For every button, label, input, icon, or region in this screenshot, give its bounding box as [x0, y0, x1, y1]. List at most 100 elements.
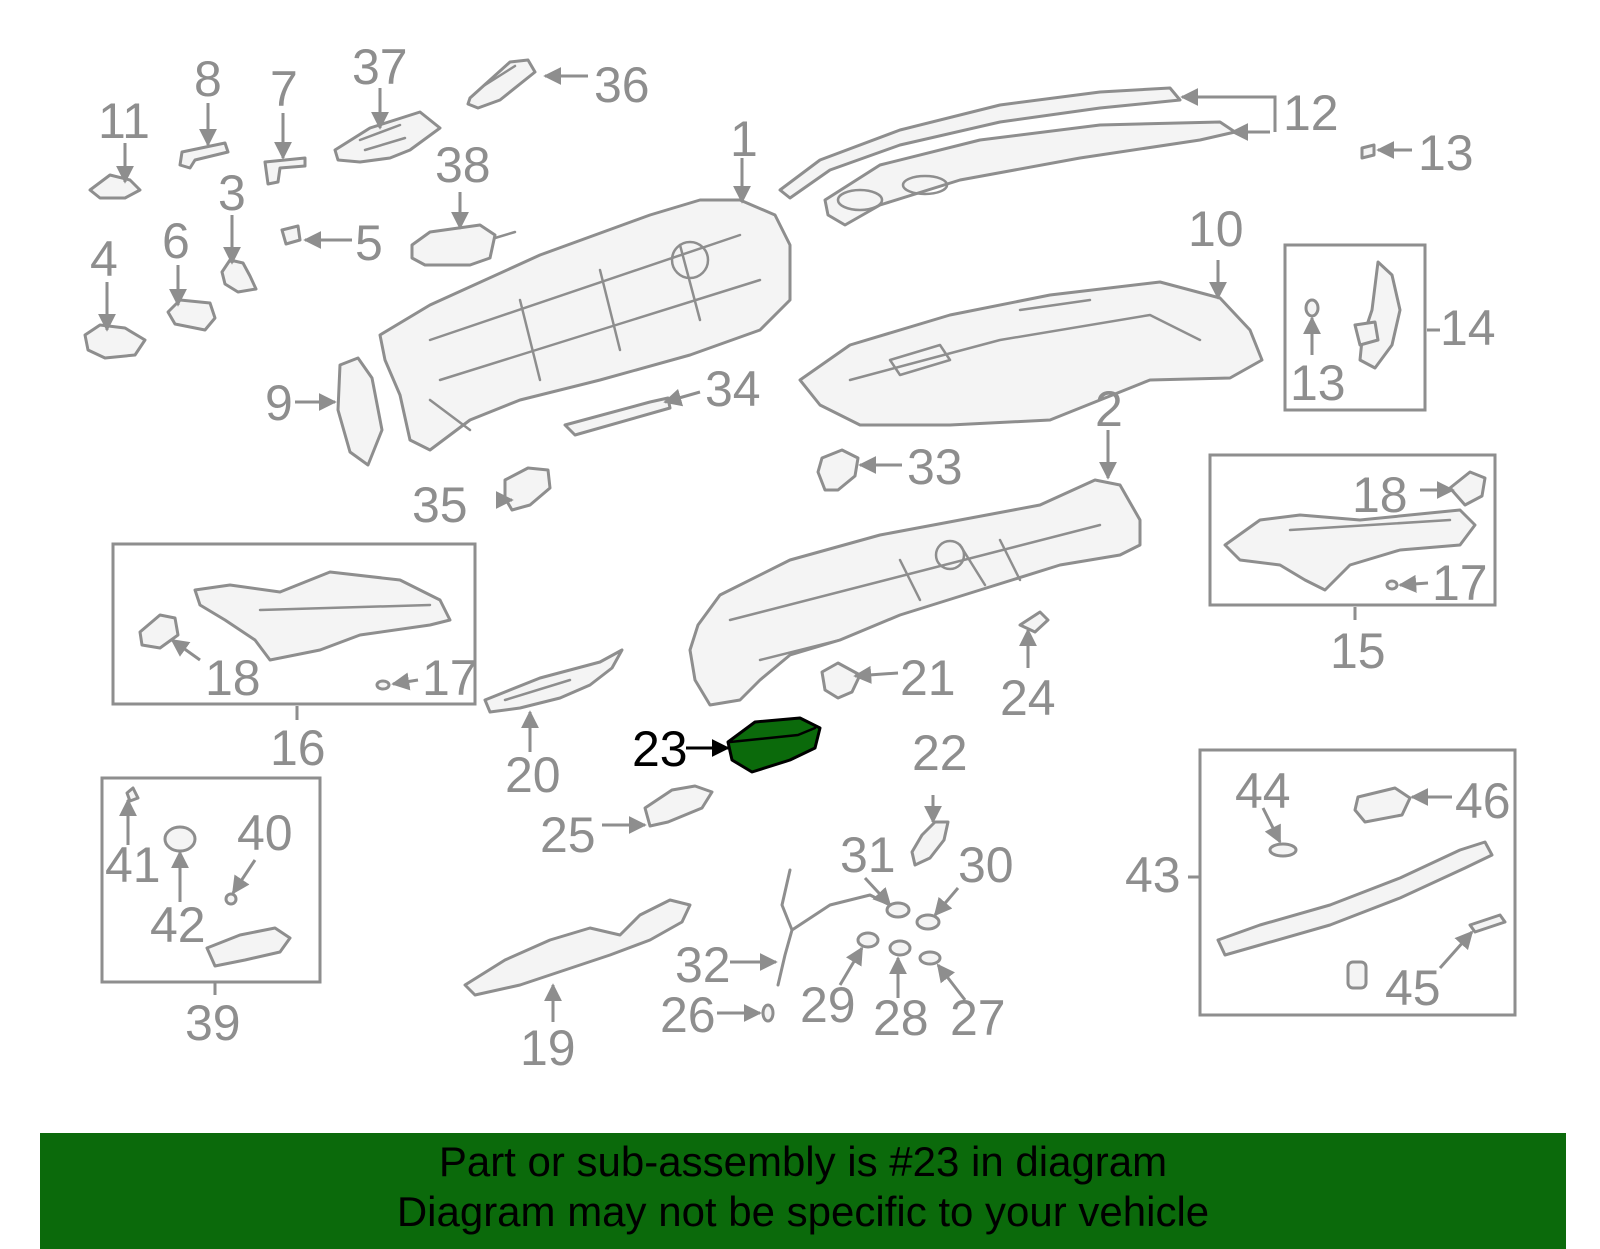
callout-18-left: 18: [205, 650, 261, 706]
part-14-end-cap: [1353, 260, 1402, 370]
callout-40: 40: [237, 805, 293, 861]
part-18-nozzle: [1448, 470, 1487, 507]
box-39: [100, 776, 322, 984]
part-12-defroster-trim: [778, 86, 1237, 227]
part-17-clip: [1385, 579, 1399, 591]
part-22: [910, 820, 950, 867]
part-31: [885, 901, 911, 919]
box-43: [1198, 748, 1517, 1017]
callout-20: 20: [505, 747, 561, 803]
part-17-clip-left: [375, 679, 391, 691]
part-25: [643, 784, 714, 828]
callout-22: 22: [912, 725, 968, 781]
callout-31: 31: [840, 827, 896, 883]
callout-25: 25: [540, 807, 596, 863]
box-15: [1208, 453, 1497, 607]
callout-37: 37: [352, 39, 408, 95]
callout-2: 2: [1095, 381, 1123, 437]
callout-42: 42: [150, 897, 206, 953]
callout-38: 38: [435, 137, 491, 193]
callout-19: 19: [520, 1020, 576, 1076]
part-2-dash-carrier: [688, 478, 1142, 707]
callout-labels: 11 8 7 37 36 3 5 38 6 4 9 1 34 35 33 10 …: [90, 39, 1511, 1076]
part-10-dash-pad: [798, 280, 1264, 427]
part-13: [1360, 143, 1376, 160]
part-38: [410, 223, 517, 267]
part-34: [563, 396, 672, 437]
part-18-nozzle-left: [138, 613, 180, 650]
callout-16: 16: [270, 720, 326, 776]
part-35: [503, 466, 552, 512]
callout-26: 26: [660, 987, 716, 1043]
callout-24: 24: [1000, 670, 1056, 726]
callout-3: 3: [218, 165, 246, 221]
part-23-highlighted[interactable]: [726, 716, 822, 774]
callout-15: 15: [1330, 623, 1386, 679]
part-39-duct: [205, 926, 292, 968]
callout-29: 29: [800, 977, 856, 1033]
callout-11: 11: [98, 93, 150, 149]
callout-44: 44: [1235, 763, 1291, 819]
callout-6: 6: [162, 213, 190, 269]
part-44: [1268, 842, 1298, 858]
box-14: [1283, 243, 1427, 412]
callout-12: 12: [1283, 85, 1339, 141]
banner-line-disclaimer: Diagram may not be specific to your vehi…: [396, 1188, 1210, 1235]
callout-13-top: 13: [1418, 125, 1474, 181]
part-46: [1353, 786, 1412, 824]
info-banner: Part or sub-assembly is #23 in diagram D…: [40, 1133, 1566, 1249]
callout-39: 39: [185, 995, 241, 1051]
box-16: [111, 542, 477, 706]
callout-17-right: 17: [1432, 555, 1488, 611]
part-33: [816, 448, 860, 492]
callout-4: 4: [90, 231, 118, 287]
callout-10: 10: [1188, 201, 1244, 257]
callout-18-right: 18: [1352, 467, 1408, 523]
callout-32: 32: [675, 937, 731, 993]
part-20-trim: [483, 648, 624, 714]
part-3: [220, 258, 258, 294]
callout-14: 14: [1440, 300, 1496, 356]
part-45: [1468, 913, 1507, 934]
part-42: [163, 825, 197, 853]
part-26: [761, 1003, 775, 1023]
part-11: [88, 173, 142, 200]
part-4: [83, 323, 147, 360]
callout-9: 9: [265, 375, 293, 431]
callout-8: 8: [194, 51, 222, 107]
part-8: [178, 141, 230, 170]
callout-7: 7: [270, 61, 298, 117]
part-7: [263, 156, 307, 186]
callout-27: 27: [950, 990, 1006, 1046]
part-6: [166, 298, 217, 332]
part-43-duct: [1216, 840, 1494, 957]
callout-30: 30: [958, 837, 1014, 893]
callout-28: 28: [873, 990, 929, 1046]
callout-5: 5: [355, 215, 383, 271]
part-16-duct: [193, 570, 452, 662]
callout-17-left: 17: [422, 650, 478, 706]
part-41: [125, 786, 140, 803]
part-9: [336, 356, 384, 467]
callout-46: 46: [1455, 773, 1511, 829]
part-21: [820, 661, 862, 700]
part-29: [856, 931, 880, 949]
callout-21: 21: [900, 650, 956, 706]
callout-45: 45: [1385, 960, 1441, 1016]
callout-35: 35: [412, 477, 468, 533]
part-30: [915, 913, 941, 931]
part-19-lower-trim: [463, 898, 692, 997]
part-40: [224, 892, 238, 906]
callout-1: 1: [730, 111, 758, 167]
callout-43: 43: [1125, 847, 1181, 903]
leader-lines: [98, 67, 1474, 1022]
callout-23[interactable]: 23: [632, 721, 688, 777]
part-24: [1018, 610, 1050, 634]
callout-33: 33: [907, 439, 963, 495]
callout-41: 41: [105, 837, 161, 893]
banner-line-part: Part or sub-assembly is #23 in diagram: [438, 1138, 1168, 1185]
part-37: [333, 110, 442, 164]
callout-34: 34: [705, 361, 761, 417]
part-28: [888, 939, 912, 957]
